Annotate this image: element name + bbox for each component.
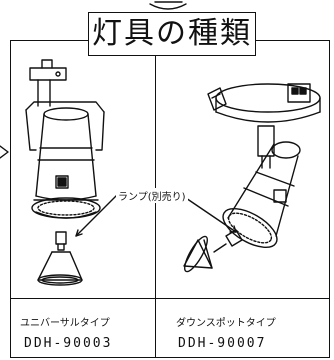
universal-fixture-drawing: [25, 59, 105, 219]
down-spot-fixture-drawing: [207, 83, 321, 248]
left-type-label: ユニバーサルタイプ: [20, 318, 110, 329]
lamp-label: ランプ(別売り): [116, 188, 188, 203]
left-model-number: DDH-90003: [24, 336, 113, 351]
left-lamp-drawing: [37, 231, 83, 286]
right-lamp-drawing: [183, 229, 243, 273]
page-title: 灯具の種類: [92, 16, 252, 51]
lamp-leader-right: [179, 193, 237, 233]
right-model-number: DDH-90007: [178, 336, 267, 351]
title-box: [88, 12, 256, 56]
caption-divider: [10, 298, 330, 299]
pointer-arrow-icon: [0, 145, 9, 159]
right-type-label: ダウンスポットタイプ: [176, 318, 276, 329]
lamp-leader-left: [75, 193, 119, 237]
